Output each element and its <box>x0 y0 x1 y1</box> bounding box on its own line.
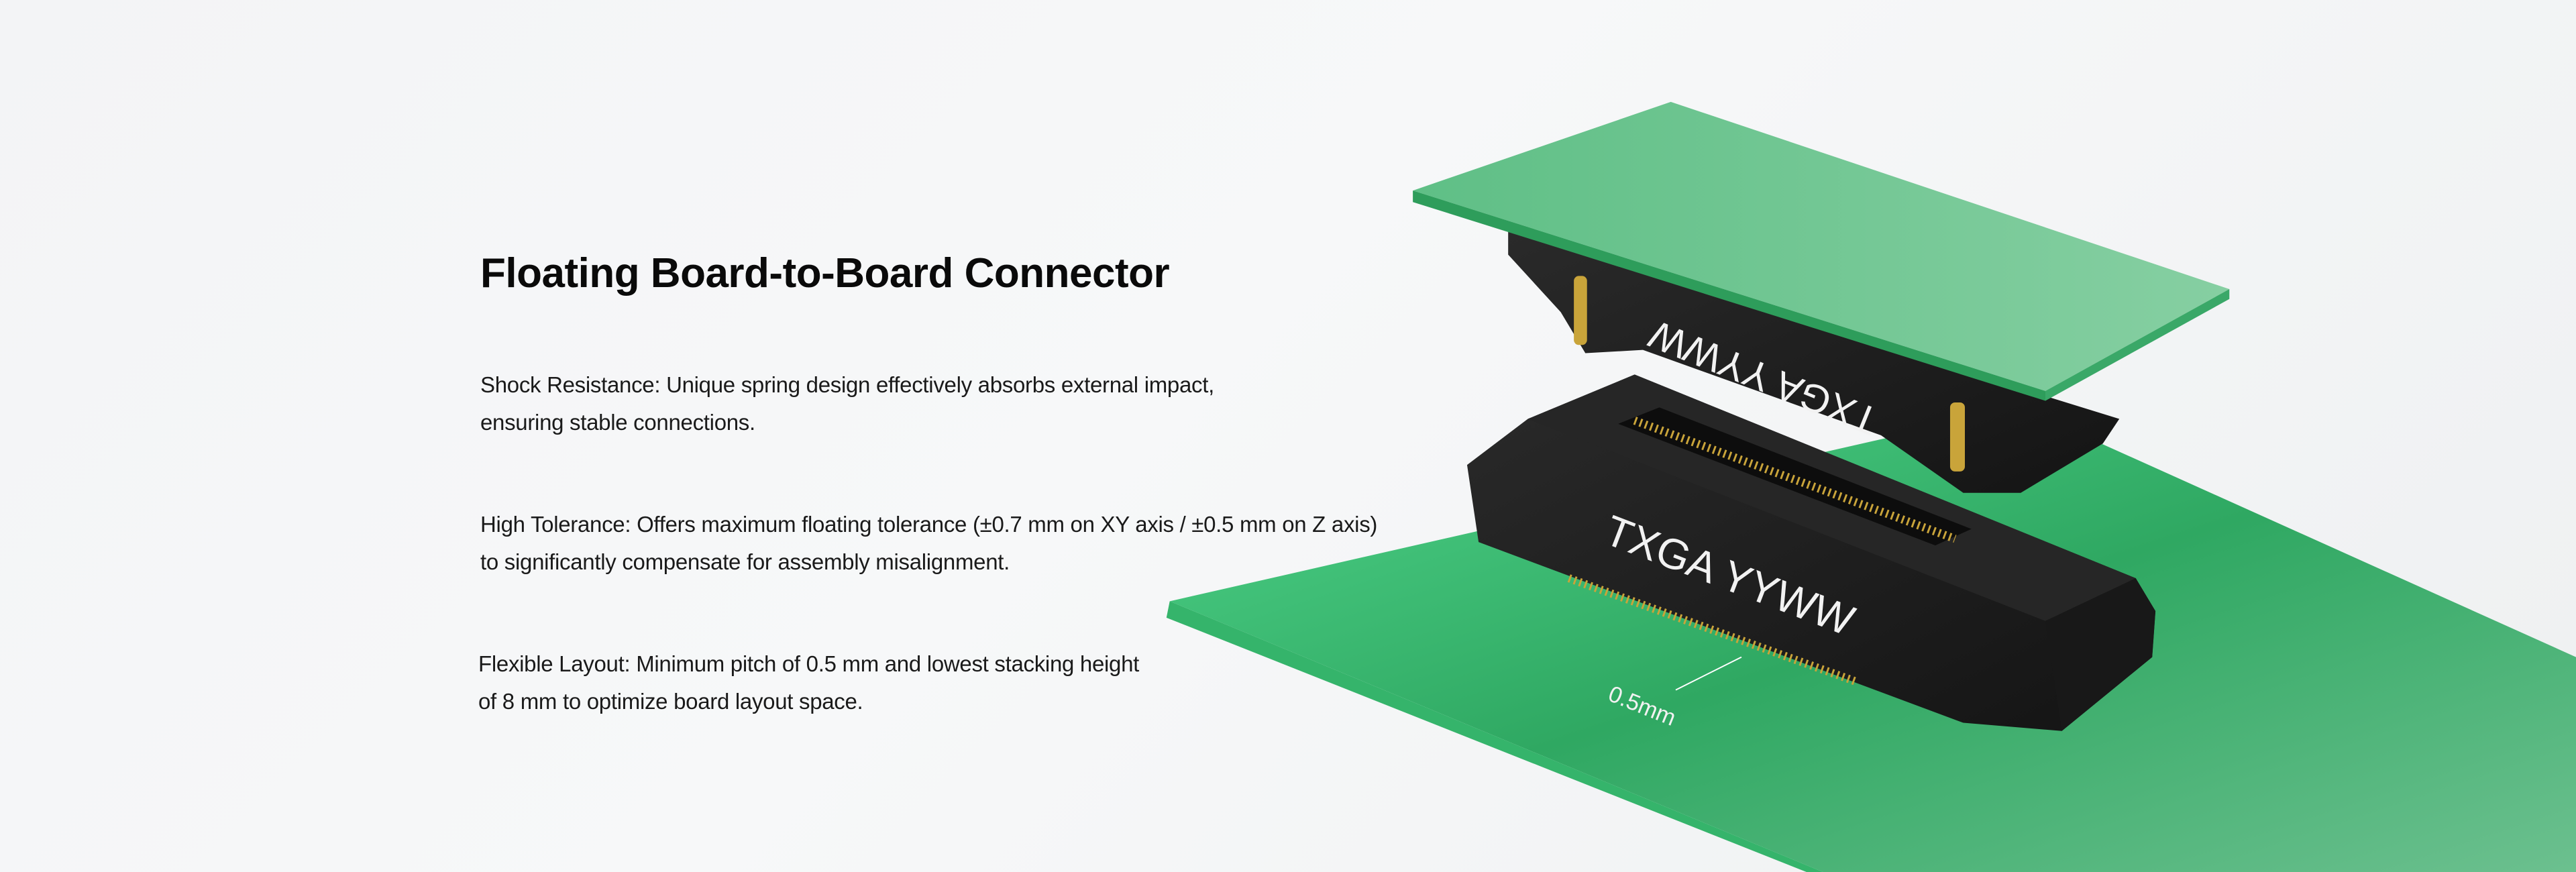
page-title: Floating Board-to-Board Connector <box>480 250 1170 296</box>
feature-line: to significantly compensate for assembly… <box>480 549 1010 574</box>
lower-connector: TXGA YYWW 0.5mm <box>1466 374 2156 731</box>
feature-high-tolerance: High Tolerance: Offers maximum floating … <box>480 506 1419 581</box>
feature-line: ensuring stable connections. <box>480 410 755 435</box>
solder-pins <box>1567 574 1858 686</box>
feature-line: Flexible Layout: Minimum pitch of 0.5 mm… <box>478 651 1140 676</box>
feature-copy: Floating Board-to-Board Connector Shock … <box>478 247 1419 785</box>
gold-tab <box>1949 402 1966 472</box>
upper-pcb <box>1413 101 2230 401</box>
feature-line: High Tolerance: Offers maximum floating … <box>480 512 1378 537</box>
pitch-dimension-line <box>1675 656 1742 691</box>
gold-tab <box>1574 276 1587 345</box>
feature-flexible-layout: Flexible Layout: Minimum pitch of 0.5 mm… <box>478 645 1419 720</box>
feature-line: of 8 mm to optimize board layout space. <box>478 689 863 714</box>
feature-line: Shock Resistance: Unique spring design e… <box>480 372 1214 397</box>
feature-shock-resistance: Shock Resistance: Unique spring design e… <box>480 366 1419 441</box>
